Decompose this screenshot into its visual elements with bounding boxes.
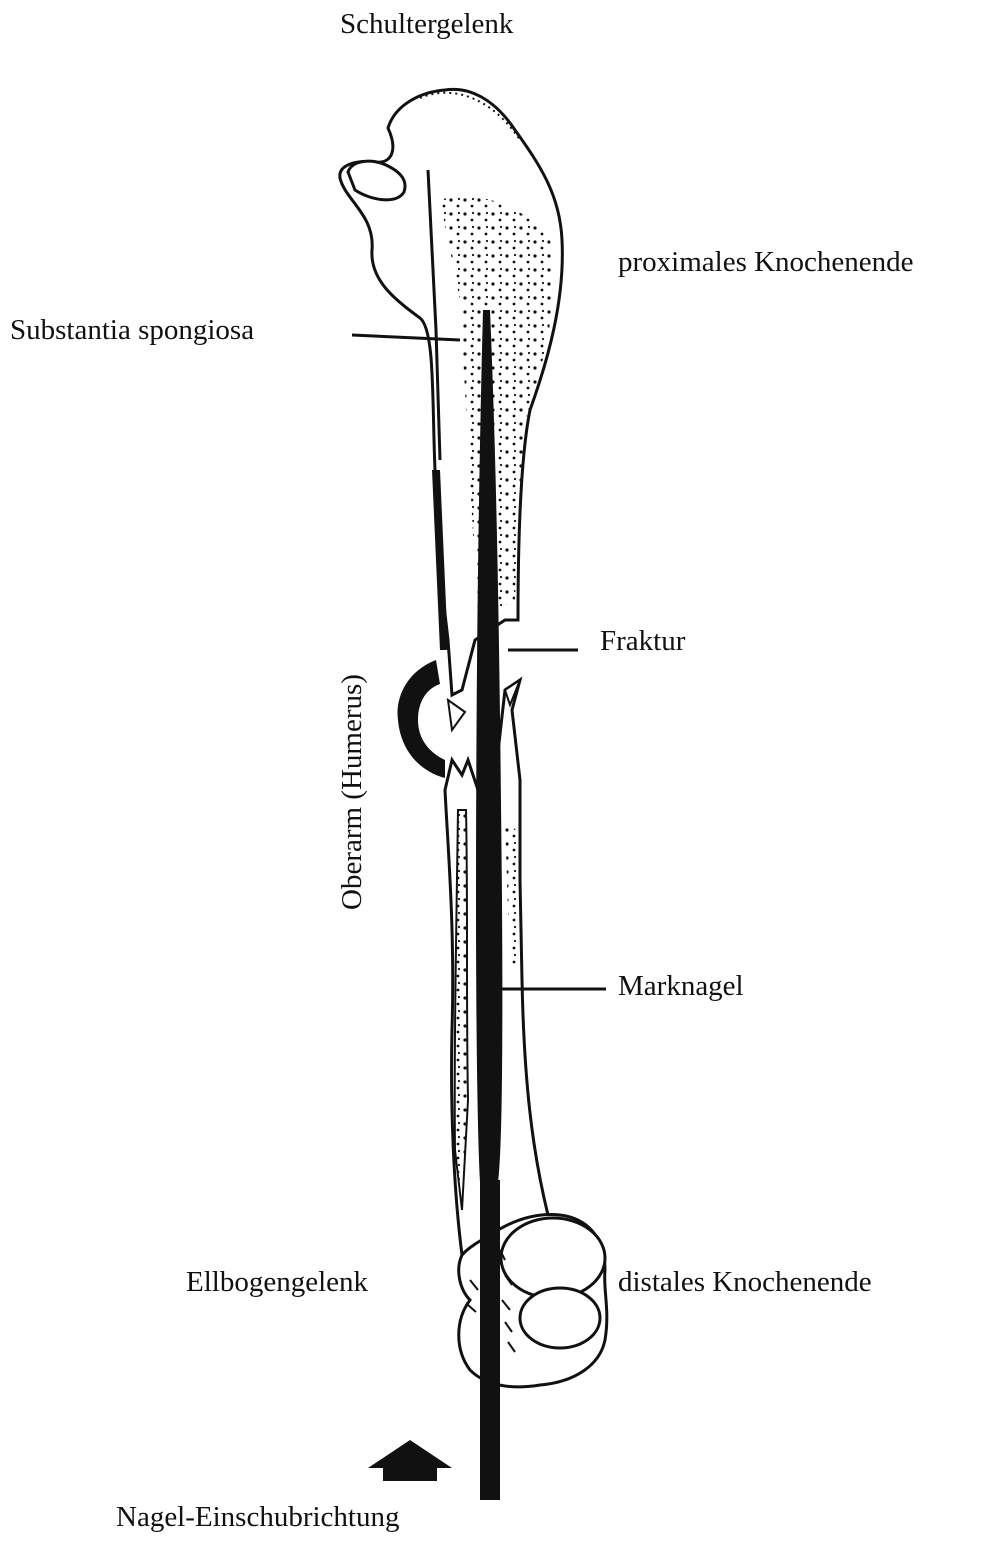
label-marknagel: Marknagel — [618, 972, 744, 1001]
capitulum — [501, 1218, 605, 1298]
label-proximales-knochenende: proximales Knochenende — [618, 248, 914, 277]
label-fraktur: Fraktur — [600, 627, 685, 656]
label-substantia-spongiosa: Substantia spongiosa — [10, 316, 254, 345]
label-distales-knochenende: distales Knochenende — [618, 1268, 872, 1297]
label-nagel-einschubrichtung: Nagel-Einschubrichtung — [116, 1503, 399, 1532]
marknagel-shank — [480, 1180, 500, 1500]
lower-shaft-shading — [455, 810, 468, 1210]
label-schultergelenk: Schultergelenk — [340, 10, 513, 39]
insertion-arrow-icon — [368, 1440, 452, 1481]
label-ellbogengelenk: Ellbogengelenk — [186, 1268, 368, 1297]
label-oberarm-humerus: Oberarm (Humerus) — [338, 674, 367, 910]
fracture-bracket — [397, 660, 445, 778]
trochlea — [520, 1288, 600, 1348]
